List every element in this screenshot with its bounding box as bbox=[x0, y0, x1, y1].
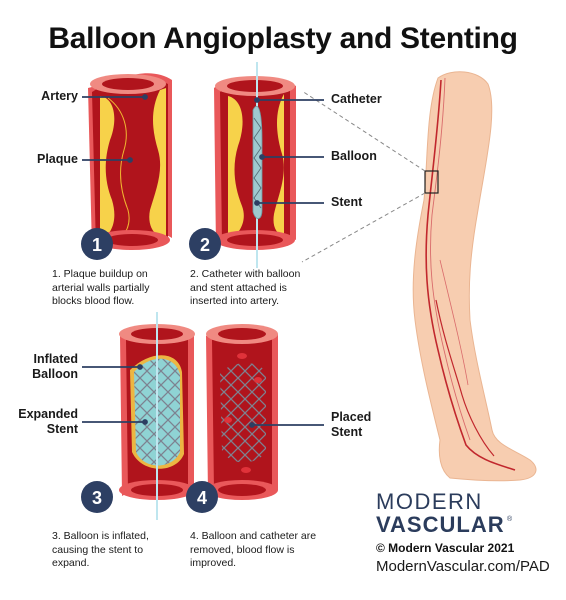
brand-url: ModernVascular.com/PAD bbox=[376, 558, 550, 575]
page-title: Balloon Angioplasty and Stenting bbox=[48, 22, 518, 55]
brand-logo-line2: VASCULAR bbox=[376, 512, 505, 537]
copyright-text: © Modern Vascular 2021 bbox=[376, 541, 515, 555]
step-caption-4: 4. Balloon and catheter are removed, blo… bbox=[190, 530, 317, 569]
step-badge-2: 2 bbox=[189, 228, 221, 260]
label-artery: Artery bbox=[41, 89, 78, 103]
step-caption-3: 3. Balloon is inflated, causing the sten… bbox=[52, 530, 149, 569]
zoom-box bbox=[424, 170, 439, 194]
leader-lines bbox=[82, 94, 324, 428]
step-badge-1: 1 bbox=[81, 228, 113, 260]
brand-logo-line1: MODERN bbox=[376, 489, 483, 514]
label-balloon: Balloon bbox=[331, 149, 377, 163]
artery-step-3 bbox=[119, 312, 195, 520]
leg-illustration bbox=[301, 71, 537, 482]
artery-step-2 bbox=[214, 62, 296, 268]
step-caption-2: 2. Catheter with balloon and stent attac… bbox=[190, 268, 301, 307]
label-catheter: Catheter bbox=[331, 92, 382, 106]
artery-step-1 bbox=[88, 73, 172, 250]
step-caption-1: 1. Plaque buildup on arterial walls part… bbox=[52, 268, 150, 307]
label-inflated-balloon: Inflated Balloon bbox=[32, 352, 78, 381]
svg-text:2: 2 bbox=[200, 235, 210, 255]
step-badge-4: 4 bbox=[186, 481, 218, 513]
svg-text:4: 4 bbox=[197, 488, 207, 508]
svg-text:®: ® bbox=[507, 515, 513, 523]
artery-step-4 bbox=[206, 324, 278, 500]
svg-text:1: 1 bbox=[92, 235, 102, 255]
step-badge-3: 3 bbox=[81, 481, 113, 513]
svg-text:3: 3 bbox=[92, 488, 102, 508]
label-stent: Stent bbox=[331, 195, 363, 209]
label-placed-stent: Placed Stent bbox=[331, 410, 372, 439]
label-plaque: Plaque bbox=[37, 152, 78, 166]
label-expanded-stent: Expanded Stent bbox=[18, 407, 78, 436]
